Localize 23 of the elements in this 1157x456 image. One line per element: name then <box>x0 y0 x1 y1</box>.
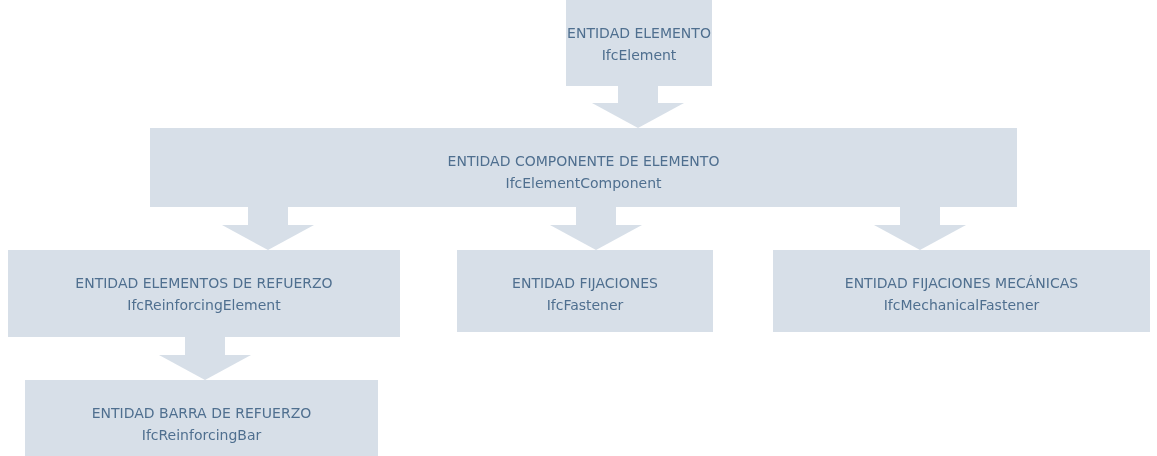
block-arrow <box>222 207 314 250</box>
entity-box <box>25 380 378 456</box>
entity-box <box>773 250 1150 332</box>
entity-box <box>8 250 400 337</box>
block-arrow <box>874 207 966 250</box>
entity-title: ENTIDAD ELEMENTOS DE REFUERZO <box>75 274 333 293</box>
block-arrow <box>159 337 251 380</box>
entity-box <box>150 128 1017 207</box>
entity-title: ENTIDAD ELEMENTO <box>567 24 711 43</box>
entity-title: ENTIDAD FIJACIONES <box>512 274 658 293</box>
class-name: IfcMechanicalFastener <box>883 296 1040 315</box>
entity-title: ENTIDAD BARRA DE REFUERZO <box>91 404 312 423</box>
block-arrow <box>592 86 684 128</box>
entity-title: ENTIDAD COMPONENTE DE ELEMENTO <box>447 152 720 171</box>
block-arrow <box>550 207 642 250</box>
entity-box <box>566 0 712 86</box>
class-name: IfcReinforcingBar <box>141 426 262 445</box>
class-name: IfcElementComponent <box>505 174 662 193</box>
class-name: IfcElement <box>601 46 677 65</box>
class-name: IfcReinforcingElement <box>127 296 281 315</box>
entity-box <box>457 250 713 332</box>
class-name: IfcFastener <box>546 296 624 315</box>
entity-title: ENTIDAD FIJACIONES MECÁNICAS <box>844 274 1079 293</box>
